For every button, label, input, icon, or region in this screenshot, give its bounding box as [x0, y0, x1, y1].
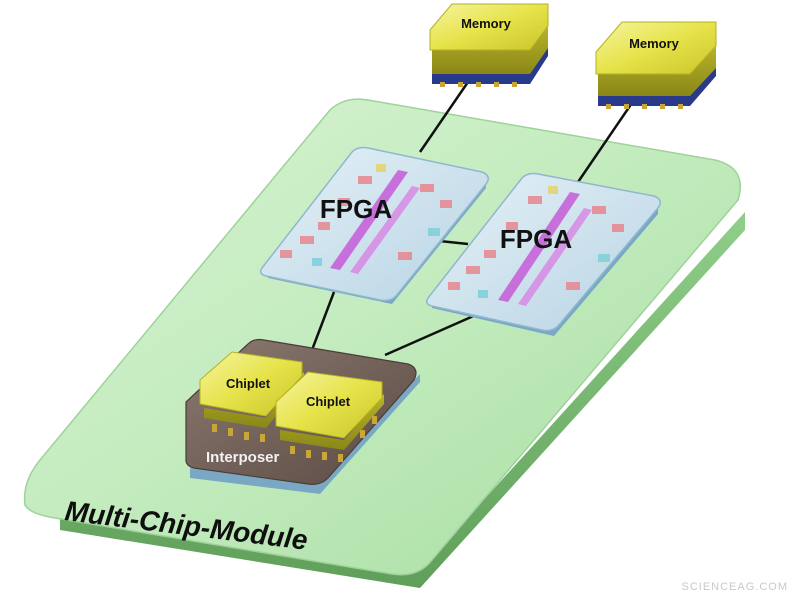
memory-label-2: Memory [629, 36, 680, 51]
chiplet-1: Chiplet [199, 351, 304, 442]
interconnects [310, 81, 636, 357]
chiplet-2: Chiplet [275, 371, 384, 462]
memory-label-1: Memory [461, 16, 512, 31]
fpga-chip-1: FPGA [259, 146, 489, 304]
watermark: SCIENCEAG.COM [681, 581, 788, 593]
chiplet-label-1: Chiplet [226, 376, 271, 391]
fpga-label-1: FPGA [320, 194, 392, 224]
memory-chip-2: Memory [595, 21, 717, 109]
link-memory2-fpga2 [574, 99, 636, 186]
link-fpga1-interposer [310, 291, 336, 351]
chiplet-label-2: Chiplet [306, 394, 351, 409]
link-fpga2-interposer [384, 312, 479, 357]
memory-chip-1: Memory [429, 3, 549, 87]
fpga-label-2: FPGA [500, 224, 572, 254]
link-memory1-fpga1 [418, 81, 470, 153]
fpga-chip-2: FPGA [425, 172, 661, 336]
interposer-label: Interposer [206, 449, 280, 466]
